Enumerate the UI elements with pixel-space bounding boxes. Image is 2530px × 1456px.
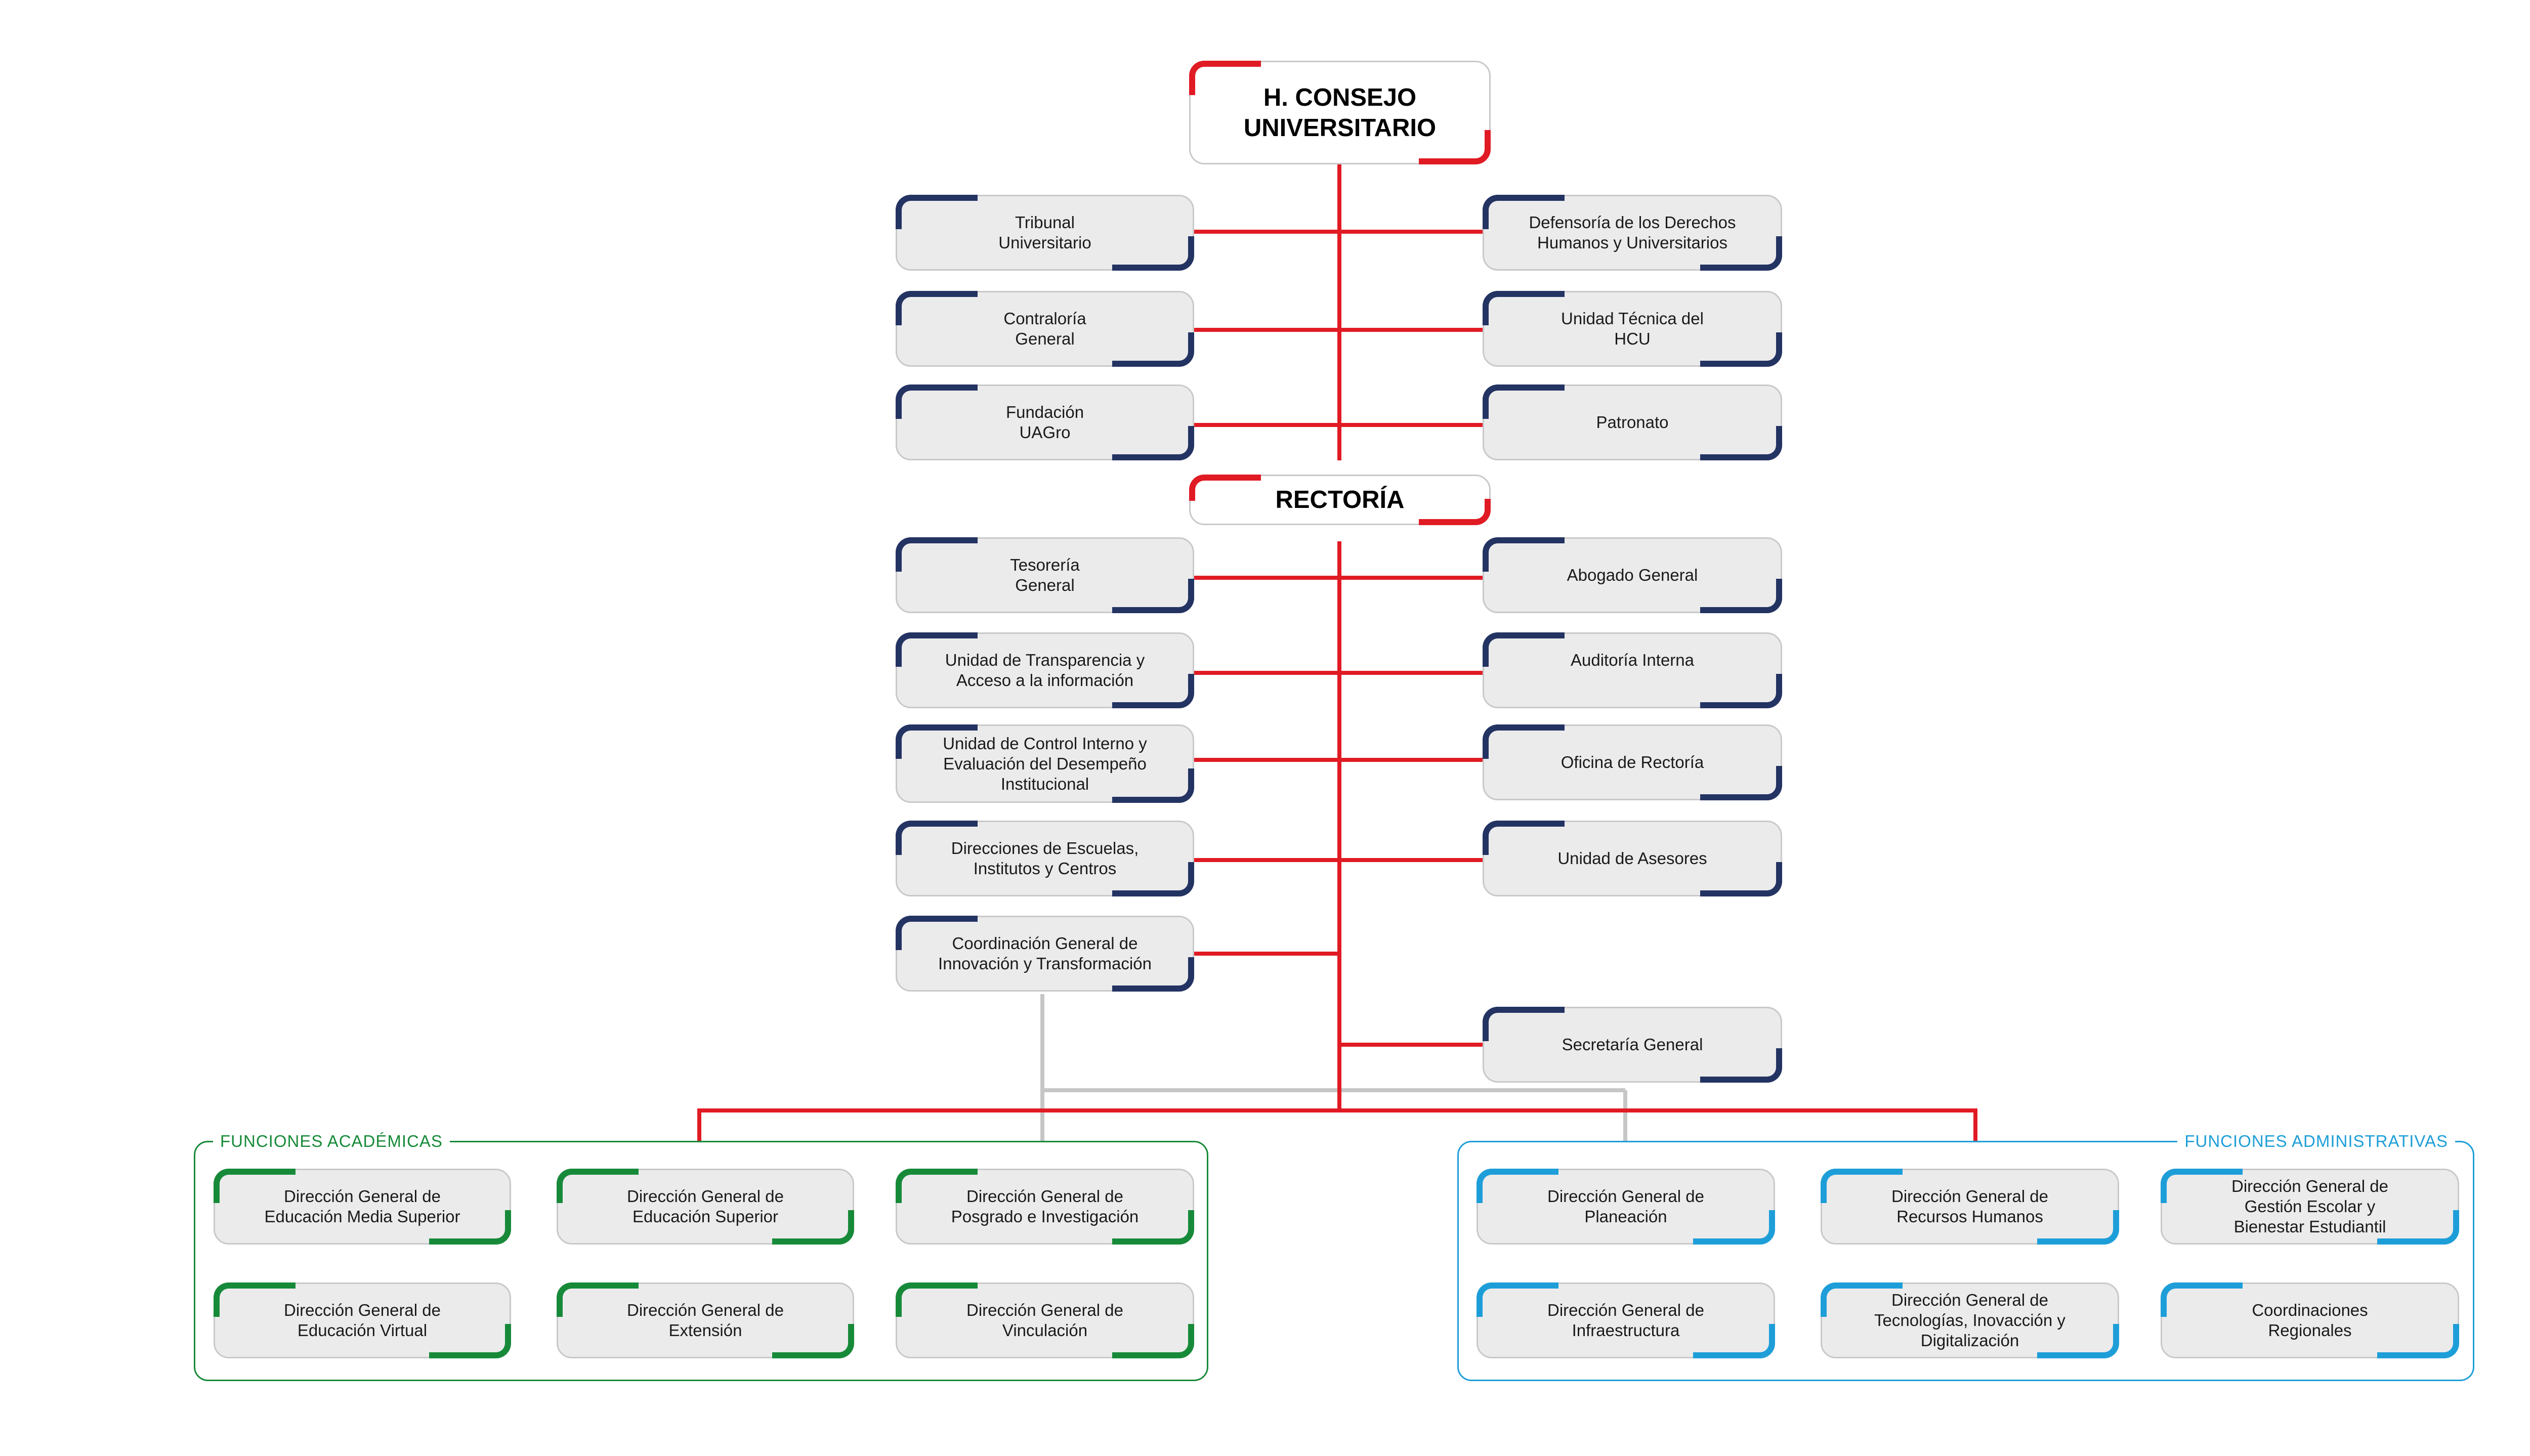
abogado-node[interactable]: Abogado General [1483, 537, 1782, 613]
posgrado-node[interactable]: Dirección General de Posgrado e Investig… [896, 1169, 1194, 1245]
tesoreria-label: Tesorería General [1010, 555, 1080, 594]
rectoria-label: RECTORÍA [1275, 486, 1405, 513]
asesores-node[interactable]: Unidad de Asesores [1483, 821, 1782, 896]
gestion-escolar-node[interactable]: Dirección General de Gestión Escolar y B… [2161, 1169, 2459, 1245]
administrative-functions-title: FUNCIONES ADMINISTRATIVAS [2177, 1131, 2455, 1151]
administrative-functions-group: FUNCIONES ADMINISTRATIVAS [1457, 1131, 2474, 1381]
educacion-superior-label: Dirección General de Educación Superior [627, 1187, 784, 1226]
academic-functions-group: FUNCIONES ACADÉMICAS [194, 1131, 1208, 1381]
extension-label: Dirección General de Extensión [627, 1301, 784, 1340]
coordinacion-innovacion-label: Coordinación General de Innovación y Tra… [938, 934, 1152, 973]
planeacion-node[interactable]: Dirección General de Planeación [1477, 1169, 1775, 1245]
rectoria-node[interactable]: RECTORÍA [1189, 475, 1491, 525]
tecnologias-node[interactable]: Dirección General de Tecnologías, Inovac… [1821, 1282, 2119, 1358]
coordinaciones-regionales-label: Coordinaciones Regionales [2252, 1301, 2368, 1340]
recursos-humanos-node[interactable]: Dirección General de Recursos Humanos [1821, 1169, 2119, 1245]
posgrado-label: Dirección General de Posgrado e Investig… [951, 1187, 1139, 1226]
extension-node[interactable]: Dirección General de Extensión [557, 1282, 854, 1358]
recursos-humanos-label: Dirección General de Recursos Humanos [1891, 1187, 2048, 1226]
tecnologias-label: Dirección General de Tecnologías, Inovac… [1874, 1291, 2065, 1350]
fundacion-node[interactable]: Fundación UAGro [896, 384, 1194, 460]
unidad-tecnica-node[interactable]: Unidad Técnica del HCU [1483, 291, 1782, 367]
coordinaciones-regionales-node[interactable]: Coordinaciones Regionales [2161, 1282, 2459, 1358]
asesores-label: Unidad de Asesores [1557, 849, 1707, 868]
patronato-node[interactable]: Patronato [1483, 384, 1782, 460]
defensoria-node[interactable]: Defensoría de los Derechos Humanos y Uni… [1483, 195, 1782, 271]
gestion-escolar-label: Dirección General de Gestión Escolar y B… [2231, 1177, 2388, 1236]
contraloria-label: Contraloría General [1003, 309, 1086, 348]
secretaria-label: Secretaría General [1562, 1035, 1703, 1054]
gray-connectors [1040, 994, 1627, 1141]
vinculacion-node[interactable]: Dirección General de Vinculación [896, 1282, 1194, 1358]
tribunal-node[interactable]: Tribunal Universitario [896, 195, 1194, 271]
contraloria-node[interactable]: Contraloría General [896, 291, 1194, 367]
coordinacion-innovacion-node[interactable]: Coordinación General de Innovación y Tra… [896, 916, 1194, 992]
planeacion-label: Dirección General de Planeación [1547, 1187, 1704, 1226]
patronato-label: Patronato [1596, 413, 1669, 432]
media-superior-label: Dirección General de Educación Media Sup… [264, 1187, 460, 1226]
auditoria-node[interactable]: Auditoría Interna [1483, 632, 1782, 708]
direcciones-escuelas-label: Direcciones de Escuelas, Institutos y Ce… [951, 839, 1139, 878]
infraestructura-node[interactable]: Dirección General de Infraestructura [1477, 1282, 1775, 1358]
direcciones-escuelas-node[interactable]: Direcciones de Escuelas, Institutos y Ce… [896, 821, 1194, 896]
tribunal-label: Tribunal Universitario [998, 213, 1091, 252]
transparencia-node[interactable]: Unidad de Transparencia y Acceso a la in… [896, 632, 1194, 708]
oficina-rectoria-node[interactable]: Oficina de Rectoría [1483, 724, 1782, 800]
red-connectors [697, 164, 1977, 1141]
auditoria-label: Auditoría Interna [1571, 651, 1694, 669]
unidad-tecnica-label: Unidad Técnica del HCU [1561, 309, 1704, 348]
control-interno-node[interactable]: Unidad de Control Interno y Evaluación d… [896, 724, 1194, 803]
transparencia-label: Unidad de Transparencia y Acceso a la in… [945, 651, 1145, 690]
tesoreria-node[interactable]: Tesorería General [896, 537, 1194, 613]
media-superior-node[interactable]: Dirección General de Educación Media Sup… [214, 1169, 511, 1245]
infraestructura-label: Dirección General de Infraestructura [1547, 1301, 1704, 1340]
fundacion-label: Fundación UAGro [1005, 403, 1084, 442]
academic-functions-title: FUNCIONES ACADÉMICAS [213, 1131, 450, 1151]
control-interno-label: Unidad de Control Interno y Evaluación d… [943, 734, 1147, 793]
educacion-virtual-label: Dirección General de Educación Virtual [284, 1301, 441, 1340]
educacion-superior-node[interactable]: Dirección General de Educación Superior [557, 1169, 854, 1245]
consejo-universitario-node[interactable]: H. CONSEJO UNIVERSITARIO [1189, 61, 1491, 164]
defensoria-label: Defensoría de los Derechos Humanos y Uni… [1529, 213, 1736, 252]
educacion-virtual-node[interactable]: Dirección General de Educación Virtual [214, 1282, 511, 1358]
vinculacion-label: Dirección General de Vinculación [966, 1301, 1123, 1340]
consejo-universitario-label: H. CONSEJO UNIVERSITARIO [1243, 83, 1437, 142]
oficina-rectoria-label: Oficina de Rectoría [1561, 753, 1704, 772]
secretaria-node[interactable]: Secretaría General [1483, 1007, 1782, 1083]
abogado-label: Abogado General [1567, 566, 1698, 584]
